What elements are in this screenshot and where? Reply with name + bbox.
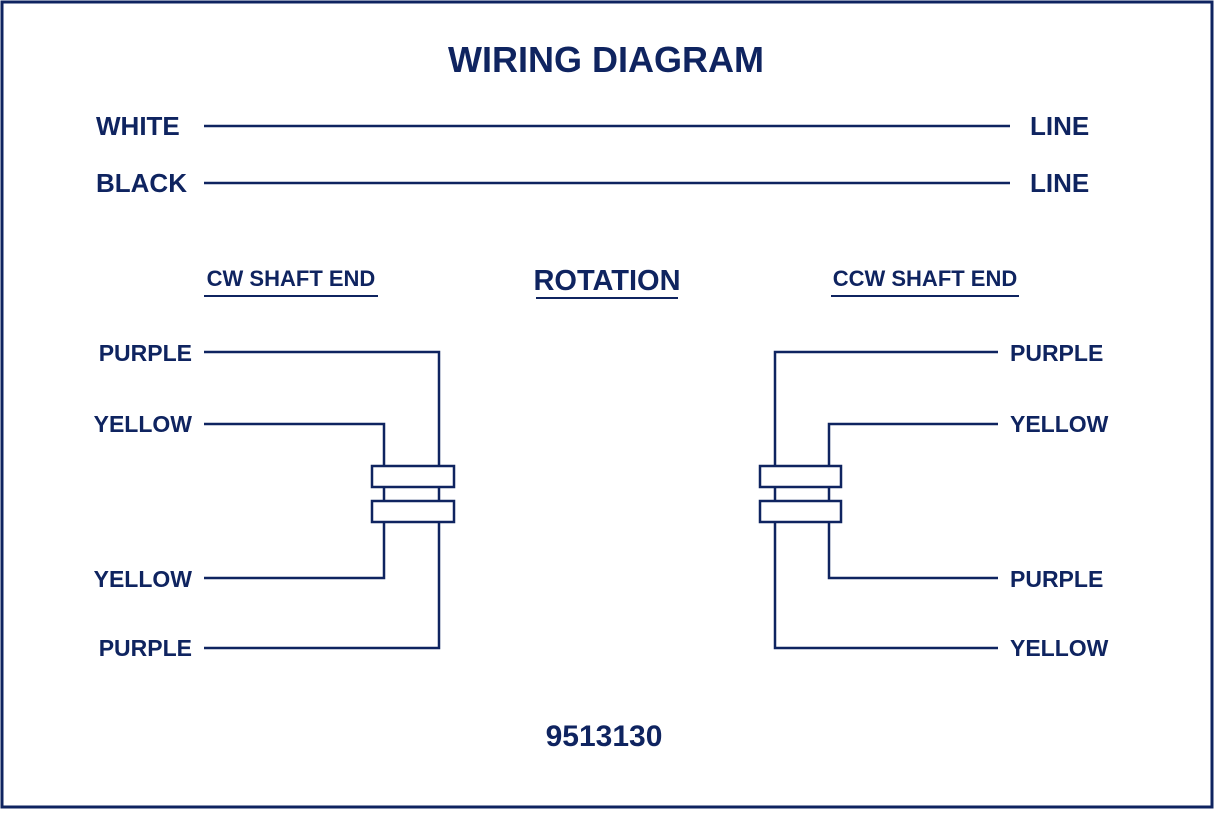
cw-lead-label-purple-lower: PURPLE: [99, 635, 192, 661]
rotation-heading: ROTATION: [533, 265, 680, 297]
ccw-connection: [758, 350, 998, 650]
ccw-lower-purple-wire: [827, 522, 998, 580]
line-lead-white: WHITE LINE: [96, 111, 1089, 141]
cw-lead-label-yellow-upper: YELLOW: [94, 411, 193, 437]
ccw-lead-label-purple-lower: PURPLE: [1010, 566, 1103, 592]
cw-connection: [204, 350, 456, 650]
ccw-terminal-block-lower: [758, 499, 843, 524]
cw-upper-purple-wire: [204, 350, 441, 466]
diagram-title: WIRING DIAGRAM: [448, 39, 764, 80]
cw-shaft-end-heading: CW SHAFT END: [207, 266, 376, 291]
ccw-lead-label-yellow-lower: YELLOW: [1010, 635, 1109, 661]
ccw-shaft-end-heading: CCW SHAFT END: [833, 266, 1018, 291]
terminal-label-line-2: LINE: [1030, 168, 1089, 198]
cw-terminal-block-upper: [370, 464, 456, 489]
cw-lower-yellow-wire: [204, 522, 386, 580]
wire-label-white: WHITE: [96, 111, 180, 141]
ccw-upper-yellow-wire: [827, 422, 998, 466]
ccw-terminal-block-upper: [758, 464, 843, 489]
ccw-lead-label-purple-upper: PURPLE: [1010, 340, 1103, 366]
cw-lead-label-purple-upper: PURPLE: [99, 340, 192, 366]
cw-upper-yellow-wire: [204, 422, 386, 466]
wire-label-black: BLACK: [96, 168, 187, 198]
ccw-lower-yellow-wire: [773, 522, 998, 650]
line-lead-black: BLACK LINE: [96, 168, 1089, 198]
cw-lower-purple-wire: [204, 522, 441, 650]
part-number: 9513130: [546, 720, 663, 753]
cw-lead-label-yellow-lower: YELLOW: [94, 566, 193, 592]
ccw-lead-label-yellow-upper: YELLOW: [1010, 411, 1109, 437]
ccw-upper-purple-wire: [773, 350, 998, 466]
cw-terminal-block-lower: [370, 499, 456, 524]
terminal-label-line-1: LINE: [1030, 111, 1089, 141]
